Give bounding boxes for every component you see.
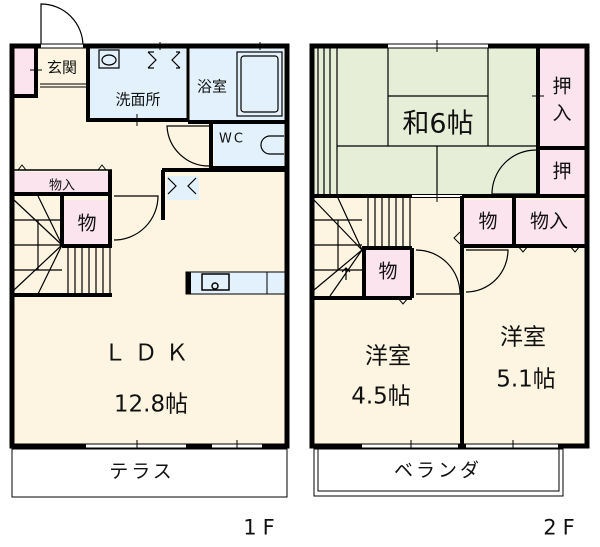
storage-label-b: 物入 — [529, 210, 569, 233]
room-label-western-a: 洋室 — [365, 343, 411, 370]
room-size-western-b: 5.1帖 — [496, 366, 556, 393]
area-label-balcony: ベランダ — [393, 459, 483, 482]
room-size-ldk: 12.8帖 — [113, 391, 189, 418]
room-label-bathroom: 浴室 — [196, 77, 228, 96]
storage-label-stair: 物 — [378, 260, 398, 283]
closet-label-line1: 押 — [552, 75, 572, 98]
closet-label-small: 押 — [552, 160, 572, 183]
room-label-washroom: 洗面所 — [115, 90, 161, 109]
room-label-storage: 物 — [77, 212, 97, 235]
floor-label-1f: 1F — [243, 515, 281, 540]
area-label-terrace: テラス — [109, 460, 175, 483]
floor-label-2f: 2F — [543, 515, 581, 540]
room-label-japanese-room: 和6帖 — [402, 108, 474, 140]
floor-2-plan — [309, 40, 590, 497]
room-label-wc: WC — [219, 131, 245, 147]
room-label-ldk: ＬＤＫ — [103, 340, 197, 367]
room-label-western-b: 洋室 — [500, 324, 546, 351]
room-size-western-a: 4.5帖 — [351, 383, 411, 410]
storage-label-a: 物 — [478, 210, 498, 233]
room-label-entrance: 玄関 — [46, 58, 78, 77]
closet-label-line2: 入 — [552, 102, 572, 125]
room-label-hall-storage: 物入 — [48, 178, 76, 194]
floor-1-plan — [9, 3, 290, 498]
